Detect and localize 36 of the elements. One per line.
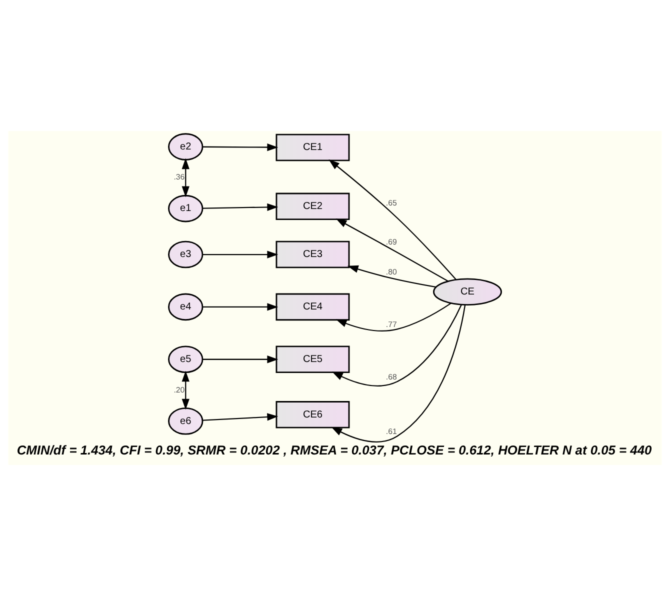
node-ellipse: e3: [168, 240, 204, 268]
edge-label: .36: [174, 172, 185, 182]
arrow: [347, 265, 436, 288]
edge-label: .65: [386, 198, 397, 208]
caption: CMIN/df = 1.434, CFI = 0.99, SRMR = 0.0202 , RMSEA = 0.037, PCLOSE = 0.612, HOELTER N at 0.05 = 440: [16, 442, 652, 458]
arrow: [336, 302, 452, 332]
node-ellipse: e2: [168, 133, 204, 160]
arrow: [202, 143, 278, 152]
arrow: [202, 413, 278, 421]
arrow: [328, 159, 457, 280]
node-box: CE6: [276, 401, 350, 428]
edge-label: .77: [386, 320, 397, 329]
node-ellipse: e4: [168, 293, 204, 321]
edge-label: .61: [386, 426, 397, 436]
arrow: [182, 370, 190, 410]
node-ellipse: e6: [168, 407, 204, 435]
node-ellipse: e5: [168, 346, 204, 373]
arrow: [202, 303, 278, 311]
node-box: CE4: [276, 293, 350, 321]
node-box: CE5: [276, 346, 350, 373]
arrow: [182, 158, 190, 198]
arrow: [331, 304, 466, 442]
arrow: [202, 203, 278, 211]
node-box: CE3: [276, 240, 350, 268]
arrow: [332, 304, 462, 386]
node-box: CE2: [276, 192, 350, 220]
arrow: [336, 218, 448, 282]
arrow: [202, 356, 278, 364]
edge-label: .20: [174, 385, 185, 394]
edge-label: .68: [386, 372, 397, 382]
node-ellipse: CE: [433, 278, 502, 306]
node-box: CE1: [276, 134, 350, 162]
edge-label: .80: [386, 267, 397, 276]
arrow: [202, 250, 278, 258]
node-ellipse: e1: [168, 194, 204, 222]
edge-label: .69: [386, 237, 397, 246]
